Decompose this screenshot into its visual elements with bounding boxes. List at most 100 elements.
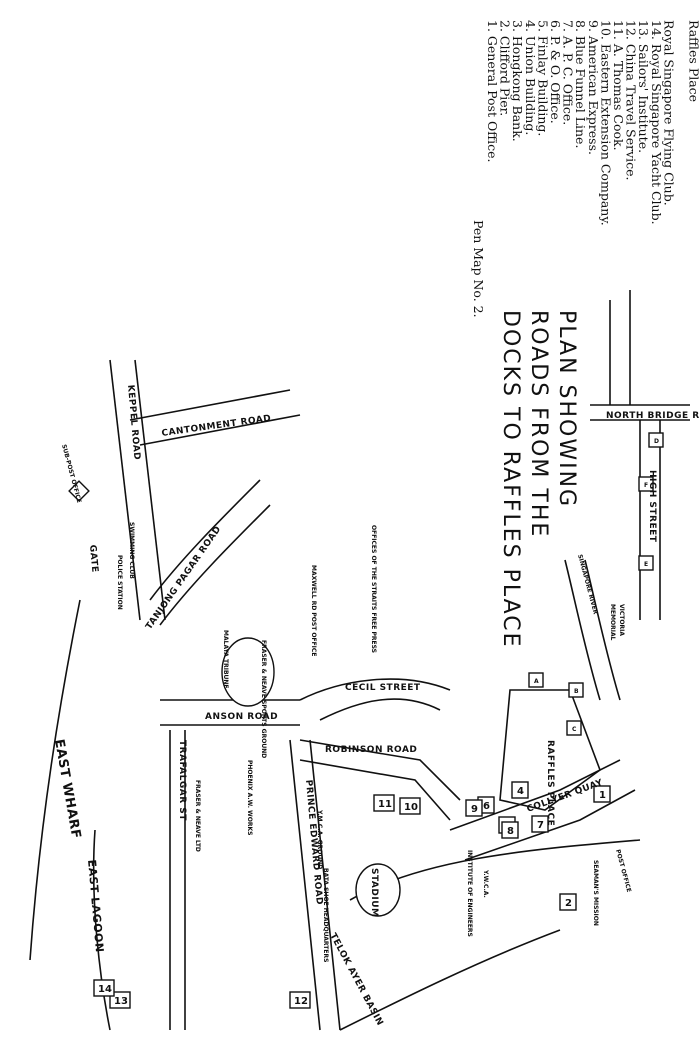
keppel-road-edge <box>109 359 141 621</box>
marker-12: 12 <box>289 991 311 1009</box>
sports-ground: FRASER & NEAVE SPORTS GROUND <box>221 637 275 758</box>
svg-text:11: 11 <box>378 799 392 810</box>
marker-E: E <box>638 555 654 571</box>
cantonment-road-edge <box>139 414 301 446</box>
marker-14: 14 <box>93 979 115 997</box>
svg-text:2: 2 <box>565 898 572 909</box>
seamans-mission-label: SEAMAN'S MISSION <box>592 860 599 926</box>
marker-C: C <box>566 720 582 736</box>
fraser-neave-label: FRASER & NEAVE LTD <box>194 780 201 852</box>
legend-line: 1. General Post Office. <box>485 20 500 162</box>
legend-line: 8. Blue Funnel Line. <box>573 20 588 148</box>
marker-F: F <box>638 476 654 492</box>
collyer-quay-edge <box>464 789 636 861</box>
sports-ground-shape <box>221 637 275 707</box>
cecil-street-label: CECIL STREET <box>345 683 421 693</box>
maxwell-post-office-label: MAXWELL RD POST OFFICE <box>310 565 317 656</box>
malaya-tribune-label: MALAYA TRIBUNE <box>222 630 229 689</box>
stadium-label: STADIUM <box>369 868 379 917</box>
legend-line: Raffles Place <box>687 20 700 102</box>
svg-text:8: 8 <box>507 826 514 837</box>
singapore-river-bank <box>584 559 621 701</box>
marker-13: 13 <box>109 991 131 1009</box>
marker-D: D <box>648 432 664 448</box>
keppel-road-edge <box>134 359 166 621</box>
marker-11: 11 <box>373 794 395 812</box>
legend-line: 4. Union Building. <box>523 20 538 135</box>
legend-line: 2. Clifford Pier. <box>498 20 513 116</box>
svg-text:9: 9 <box>471 804 478 815</box>
north-bridge-road-label: NORTH BRIDGE ROAD <box>606 411 700 421</box>
marker-10: 10 <box>399 797 421 815</box>
road-network <box>29 290 690 1031</box>
svg-text:14: 14 <box>98 984 112 995</box>
legend-line: 14. Royal Singapore Yacht Club. <box>649 20 664 225</box>
svg-text:6: 6 <box>483 801 490 812</box>
prince-edward-road-edge <box>309 739 341 1031</box>
svg-text:F: F <box>644 482 648 489</box>
marker-9: 9 <box>465 799 483 817</box>
svg-text:10: 10 <box>404 802 418 813</box>
svg-text:7: 7 <box>537 820 544 831</box>
svg-text:C: C <box>572 726 577 733</box>
victoria-label: VICTORIA <box>618 604 625 636</box>
memorial-label: MEMORIAL <box>609 604 616 641</box>
map-title: PLAN SHOWING ROADS FROM THE DOCKS TO RAF… <box>498 310 579 649</box>
ymca-ground-label: Y.M.C.A. GROUND <box>316 809 323 869</box>
svg-text:12: 12 <box>294 996 308 1007</box>
straits-press-label: OFFICES OF THE STRAITS FREE PRESS <box>370 525 377 653</box>
phoenix-works-label: PHOENIX A.W. WORKS <box>246 760 253 835</box>
cantonment-road-edge <box>129 389 291 421</box>
robinson-road-edge <box>299 759 451 821</box>
legend-line: 3. Hongkong Bank. <box>510 20 525 142</box>
title-line-2: ROADS FROM THE <box>526 310 551 538</box>
cecil-street-edge <box>319 698 441 721</box>
legend-line: 6. P. & O. Office. <box>548 20 563 124</box>
svg-text:13: 13 <box>114 996 128 1007</box>
svg-text:B: B <box>574 688 579 695</box>
svg-text:A: A <box>534 678 539 685</box>
legend: Pen Map No. 2. 1. General Post Office.2.… <box>471 20 700 318</box>
svg-text:D: D <box>654 438 659 445</box>
legend-line: 12. China Travel Service. <box>624 20 639 181</box>
marker-B: B <box>568 682 584 698</box>
marker-1: 1 <box>593 785 611 803</box>
prince-edward-road-edge <box>289 739 321 1031</box>
robinson-road-edge <box>299 739 461 801</box>
engineers-label: INSTITUTE OF ENGINEERS <box>466 850 473 937</box>
anson-road-label: ANSON ROAD <box>205 712 278 722</box>
svg-text:4: 4 <box>517 786 524 797</box>
legend-line: 7. A. P. C. Office. <box>561 20 576 125</box>
legend-line: 10. Eastern Extension Company. <box>598 20 613 226</box>
cecil-street-edge <box>299 678 451 701</box>
marker-7: 7 <box>531 815 549 833</box>
stadium: STADIUM <box>355 863 401 917</box>
title-line-3: DOCKS TO RAFFLES PLACE <box>498 310 523 649</box>
numbered-markers: 1 2 4 5 6 7 8 9 10 11 12 13 14 <box>93 781 611 1009</box>
police-station-label: POLICE STATION <box>116 555 123 610</box>
marker-2: 2 <box>559 893 577 911</box>
stadium-shape <box>355 863 401 917</box>
telok-ayer-basin-outline <box>339 929 561 1031</box>
marker-4: 4 <box>511 781 529 799</box>
swimming-club-label: SWIMMING CLUB <box>128 522 135 579</box>
lettered-markers: A B C D E F <box>528 432 664 736</box>
tanjong-pagar-road-edge <box>159 504 271 626</box>
east-wharf-coast <box>29 599 81 961</box>
title-line-1: PLAN SHOWING <box>554 310 579 508</box>
legend-line: 11. A. Thomas Cook. <box>611 20 626 151</box>
map-number: Pen Map No. 2. <box>471 220 486 318</box>
legend-line: 9. American Express. <box>586 20 601 155</box>
raffles-place-label: RAFFLES PLACE <box>545 740 555 826</box>
sports-ground-label: FRASER & NEAVE SPORTS GROUND <box>260 640 267 758</box>
marker-8: 8 <box>501 821 519 839</box>
robinson-road-label: ROBINSON ROAD <box>325 745 417 755</box>
ywca-label: Y.W.C.A. <box>482 869 489 898</box>
svg-text:1: 1 <box>599 790 606 801</box>
trafalgar-street-label: TRAFALGAR ST <box>177 740 187 821</box>
legend-line: 13. Sailors' Institute. <box>636 20 651 153</box>
marker-A: A <box>528 672 544 688</box>
bata-headquarters-label: BATA SHOE HEADQUARTERS <box>322 868 329 962</box>
gate-label: GATE <box>87 544 99 573</box>
